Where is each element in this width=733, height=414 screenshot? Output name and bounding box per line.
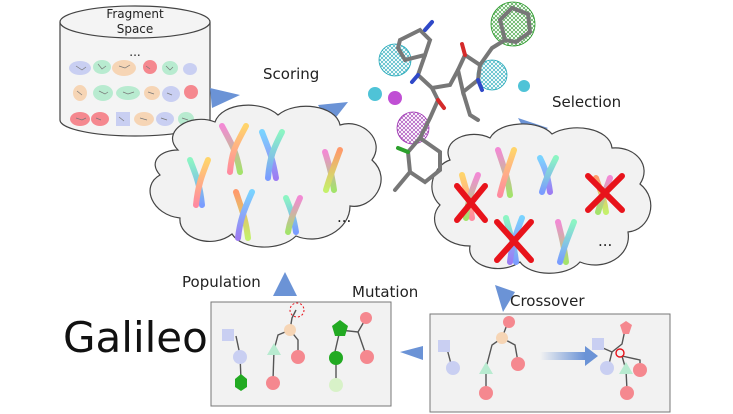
fragment-pale-green <box>329 378 343 392</box>
fragment-triangle-mint <box>267 343 281 355</box>
stage-label-crossover: Crossover <box>510 292 585 310</box>
pharmacophore-sphere-small-cyan <box>368 87 382 101</box>
fragment-pink <box>266 376 280 390</box>
rejected-cross-marks <box>454 173 625 263</box>
crossover-source-pink <box>620 386 634 400</box>
arrow-crossover-to-mutation <box>400 346 423 360</box>
reject-cross-3 <box>494 219 534 263</box>
crossover-source-triangle <box>619 362 633 374</box>
crossover-arrow-head <box>585 346 598 366</box>
fragment-pink-3 <box>360 312 372 324</box>
stage-label-selection: Selection <box>552 93 621 111</box>
crossover-arrow-tail <box>540 352 585 360</box>
crossover-source-square <box>592 338 604 350</box>
fragment-lavender <box>233 350 247 364</box>
pharmacophore-sphere-small-purple <box>388 91 402 105</box>
crossover-cut-point <box>615 348 625 358</box>
stage-label-population: Population <box>182 273 261 291</box>
fragment-tiles <box>69 60 198 126</box>
crossover-fragment-triangle <box>479 362 493 374</box>
crossover-source-pentagon <box>620 321 632 334</box>
fragment-green <box>329 351 343 365</box>
selection-cloud: ... <box>431 123 652 274</box>
fragment-space-cylinder: Fragment Space ... <box>59 5 211 137</box>
molecule-pharmacophore <box>368 1 536 192</box>
fragment-removed-dashed <box>289 302 305 318</box>
crossover-source-lavender <box>600 361 614 375</box>
crossover-fragment-pink-3 <box>503 316 515 328</box>
fragment-space-title-line2: Space <box>117 22 154 36</box>
molecule-bonds <box>393 5 533 192</box>
population-cloud: ... <box>149 104 382 248</box>
brand-title: Galileo <box>63 313 208 362</box>
arrow-mutation-to-population <box>273 272 297 296</box>
fragment-mutated-green <box>235 374 247 391</box>
arrow-fragments-to-population <box>210 88 240 108</box>
fragment-pink-2 <box>291 350 305 364</box>
fragment-square-lavender <box>222 329 234 341</box>
pharmacophore-sphere-small-cyan-2 <box>518 80 530 92</box>
fragment-space-ellipsis: ... <box>129 45 140 59</box>
crossover-fragment-lavender <box>446 361 460 375</box>
crossover-fragment-pink <box>479 386 493 400</box>
population-chromosomes <box>187 123 343 241</box>
crossover-fragment-peach <box>496 332 508 344</box>
fragment-space-title-line1: Fragment <box>106 7 164 21</box>
crossover-source-pink-2 <box>633 363 647 377</box>
fragment-peach <box>284 324 296 336</box>
crossover-box <box>429 313 671 413</box>
crossover-fragment-square <box>438 340 450 352</box>
stage-label-mutation: Mutation <box>352 283 418 301</box>
fragment-pink-4 <box>360 350 374 364</box>
selection-ellipsis: ... <box>598 232 612 250</box>
arrow-selection-to-crossover <box>495 285 515 312</box>
reject-cross-2 <box>585 173 625 213</box>
reject-cross-1 <box>454 183 488 223</box>
population-ellipsis: ... <box>337 208 351 226</box>
mutation-box <box>210 301 392 407</box>
stage-label-scoring: Scoring <box>263 65 319 83</box>
fragment-added-pentagon <box>332 320 348 336</box>
crossover-fragment-pink-2 <box>511 357 525 371</box>
